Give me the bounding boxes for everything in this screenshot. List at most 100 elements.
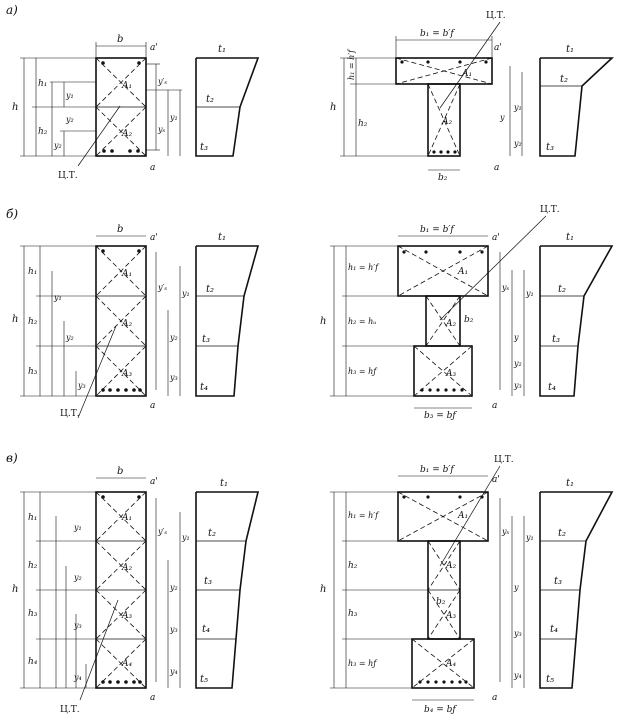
a-prime-label: a' [150, 43, 158, 53]
temp-diagram-b-left: t₁ t₂ t₃ t₄ [195, 232, 260, 397]
tb4-label-r-b: t₄ [548, 382, 556, 393]
b2-label-t-a: b₂ [438, 173, 448, 183]
tb3-label-b: t₃ [202, 334, 210, 345]
a-label-c: a [150, 693, 155, 703]
panel-a-label: а) [6, 3, 18, 17]
b1-bf-label-b: b₁ = b′f [420, 225, 455, 235]
tb3-label: t₃ [200, 142, 208, 153]
b3-bf-label-b: b₃ = bƒ [424, 411, 457, 421]
h1-label: h₁ [38, 79, 47, 89]
tb2-label: t₂ [206, 94, 214, 105]
temp-diagram-c-right: t₁ t₂ t₃ t₄ t₅ [539, 478, 614, 689]
h-label-t-a: h [330, 102, 336, 113]
y2-label-c: y₂ [169, 583, 178, 592]
ab1-label-i-c: A₁ [457, 511, 468, 521]
y1-label-t-a: y₁ [513, 103, 522, 112]
ys-prime-label: y′ₛ [157, 77, 167, 86]
ab2-label-i-b: A₂ [445, 319, 456, 329]
rect-section-c: b h h₁ h₂ h₃ h₄ y₁ y₂ y₃ y₄ A₁ A₂ A₃ A₄ [12, 466, 190, 715]
tb1-label-r-a: t₁ [566, 44, 574, 55]
tb4-label-b: t₄ [200, 382, 208, 393]
ab3-label-i-c: A₃ [445, 611, 456, 621]
yb1-label-b: y₁ [53, 293, 62, 302]
ct-label-c: Ц.Т. [60, 705, 80, 715]
b1-bf-label-c: b₁ = b′f [420, 465, 455, 475]
tb3-label-r-a: t₃ [546, 142, 554, 153]
h2-hw-label-b: h₂ = hᵤ [348, 317, 377, 326]
tb4-label-c: t₄ [202, 624, 210, 635]
tb3-label-r-c: t₃ [554, 576, 562, 587]
h1-label-b: h₁ [28, 267, 37, 277]
y2-label-i-b: y₂ [513, 359, 522, 368]
b-label-b: b [117, 224, 123, 235]
ab4-label-c: A₄ [121, 659, 132, 669]
ab1-label-i-b: A₁ [457, 267, 468, 277]
tb2-label-r-c: t₂ [558, 528, 566, 539]
panel-c: в) b h h₁ h₂ h₃ h₄ [6, 451, 614, 715]
ab1-label-c: A₁ [121, 513, 132, 523]
a-prime-label-b: a' [150, 233, 158, 243]
y1-label-b: y₁ [181, 289, 190, 298]
ab2-label-c: A₂ [121, 563, 132, 573]
ct-label-t-a: Ц.Т. [486, 11, 506, 21]
y-label-t-a: y [499, 113, 505, 122]
h3-label-b: h₃ [28, 367, 38, 377]
i-section-b: b₁ = b′f b₃ = bƒ b₂ Ц.Т. h h₁ = h′f h₂ =… [320, 205, 560, 421]
temp-diagram-a-left: t₁ t₂ t₃ [195, 44, 260, 157]
h2-label: h₂ [38, 127, 48, 137]
h2-label-i-c: h₂ [348, 561, 358, 571]
b1-bf-label: b₁ = b′f [420, 29, 455, 39]
a-label-i-c: a [492, 693, 497, 703]
tb1-label-b: t₁ [218, 232, 226, 243]
ys-label: yₛ [157, 125, 166, 134]
yb2-label: y₂ [65, 115, 74, 124]
rect-section-a: b h h₁ h₂ y₁ y₂ y₂ a' a [12, 34, 182, 181]
h3-hf-label-b: h₃ = hƒ [348, 367, 378, 376]
h3-label-c: h₃ [28, 609, 38, 619]
yb2-label-b: y₂ [65, 333, 74, 342]
y3-label-i-c: y₃ [513, 629, 522, 638]
panel-c-label: в) [6, 451, 18, 465]
tb4-label-r-c: t₄ [550, 624, 558, 635]
ys-prime-label-b: y′ₛ [157, 283, 167, 292]
y-label-i-b: y [513, 333, 519, 342]
tb3-label-r-b: t₃ [552, 334, 560, 345]
h-label-b: h [12, 314, 18, 325]
yb3-label-b: y₃ [77, 381, 86, 390]
ab2-label-i-c: A₂ [445, 561, 456, 571]
yb1-label-c: y₁ [73, 523, 82, 532]
h2-label-b: h₂ [28, 317, 38, 327]
h-label-i-c: h [320, 584, 326, 595]
h4-label-c: h₄ [28, 657, 38, 667]
ab3-label-c: A₃ [121, 611, 132, 621]
y1-label-i-c: y₁ [525, 533, 534, 542]
ys-prime-label-c: y′ₛ [157, 527, 167, 536]
ab1-label: A₁ [121, 81, 132, 91]
h4-hf-label-c: h₃ = hƒ [348, 659, 378, 668]
a-label-i-b: a [492, 401, 497, 411]
tb1-label-r-b: t₁ [566, 232, 574, 243]
ys-label-i-b: yₛ [501, 283, 510, 292]
yb4-label-c: y₄ [73, 673, 82, 682]
ab2-label-b: A₂ [121, 319, 132, 329]
tb1-label-r-c: t₁ [566, 478, 574, 489]
h1-hf-label-c: h₁ = h′f [348, 511, 380, 520]
t-section-a: b₁ = b′f Ц.Т. h h₁ = h′f h₂ A₁ A₂ b₂ a a… [330, 11, 523, 183]
ct-label-i-c: Ц.Т. [494, 455, 514, 465]
tb2-label-c: t₂ [208, 528, 216, 539]
h2-label-c: h₂ [28, 561, 38, 571]
h2-label-t-a: h₂ [358, 119, 368, 129]
h1-hf-label: h₁ = h′f [347, 48, 356, 80]
temp-diagram-b-right: t₁ t₂ t₃ t₄ [539, 232, 614, 397]
ab3-label-b: A₃ [121, 369, 132, 379]
ct-label-i-b: Ц.Т. [540, 205, 560, 215]
tb2-label-b: t₂ [206, 284, 214, 295]
yb3-label-c: y₃ [73, 621, 82, 630]
a-prime-label-t-a: a' [494, 43, 502, 53]
y2-label-b: y₂ [169, 333, 178, 342]
tb5-label-c: t₅ [200, 674, 208, 685]
y1-label-i-b: y₁ [525, 289, 534, 298]
tb3-label-c: t₃ [204, 576, 212, 587]
h1-hf-label-b: h₁ = h′f [348, 263, 380, 272]
